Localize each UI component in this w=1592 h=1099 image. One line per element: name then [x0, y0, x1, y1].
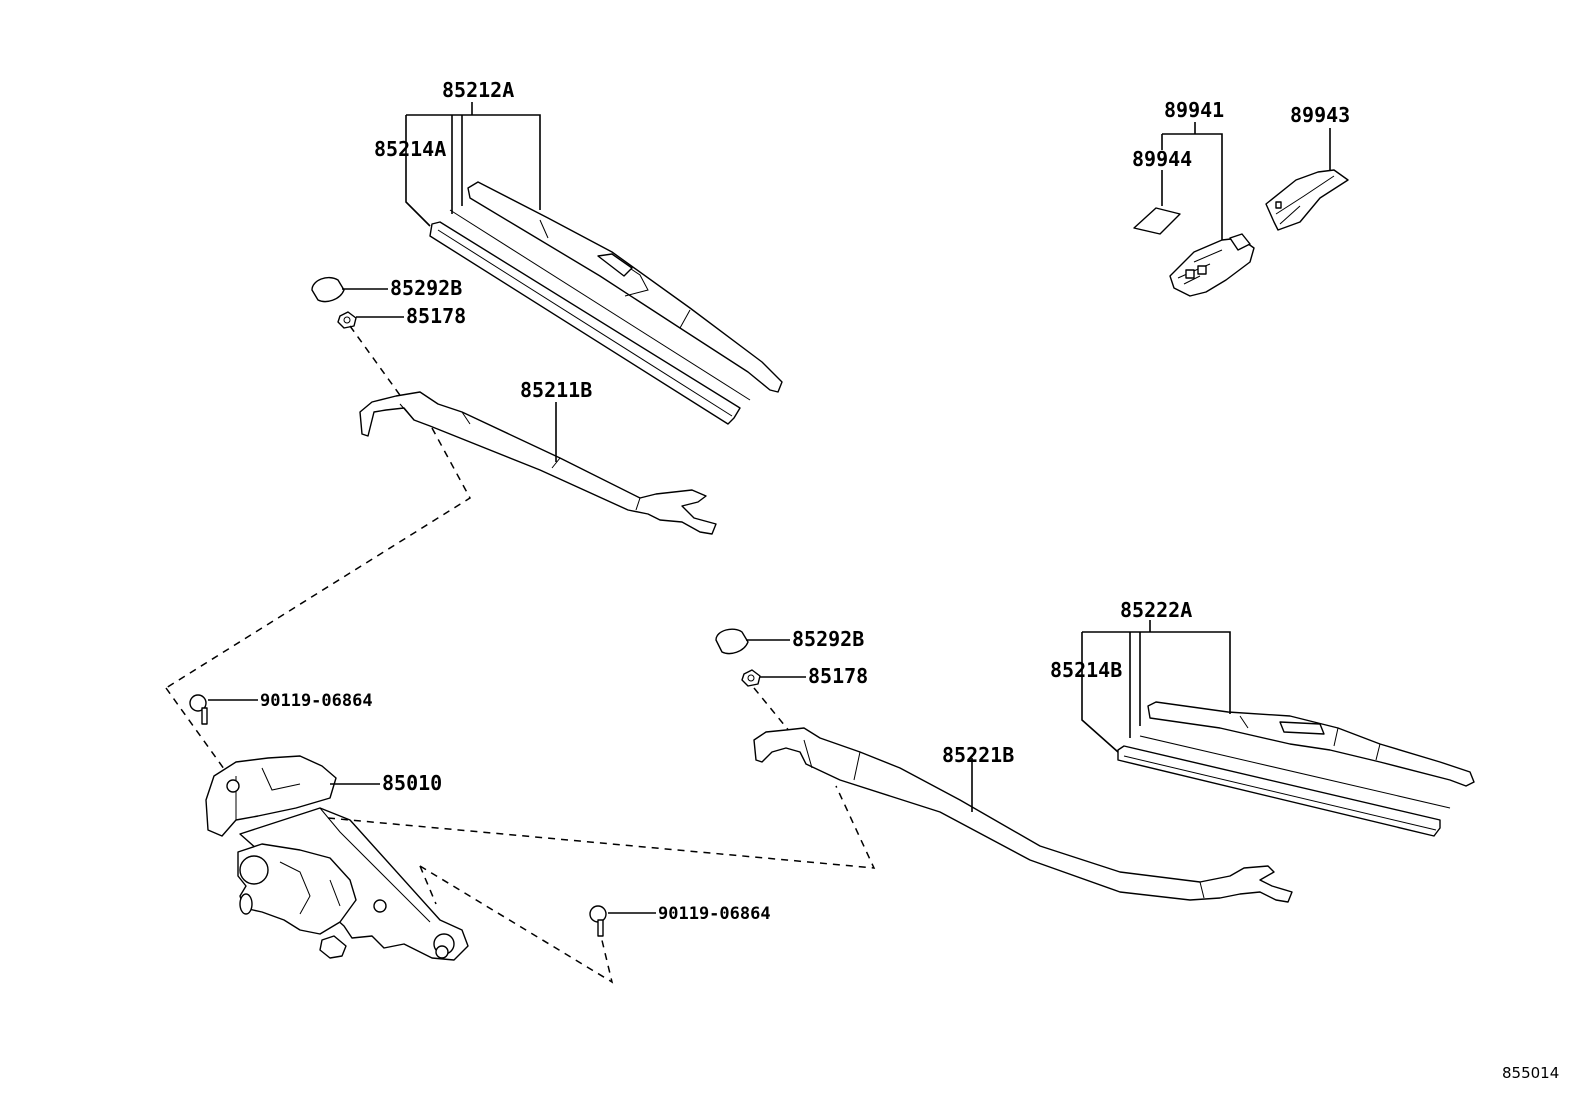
label-89943: 89943 — [1290, 103, 1350, 127]
sensor-cover — [1265, 169, 1349, 231]
label-89944: 89944 — [1132, 147, 1192, 171]
right-blade-leaders — [1081, 620, 1231, 753]
label-90119-06864-upper: 90119-06864 — [260, 691, 373, 711]
label-85292B-right: 85292B — [792, 627, 864, 651]
label-85178-left: 85178 — [406, 304, 466, 328]
right-wiper-arm — [753, 727, 1293, 903]
right-wiper-blade — [1117, 701, 1475, 837]
left-blade-leaders — [405, 102, 541, 227]
label-85214A: 85214A — [374, 137, 446, 161]
label-89941: 89941 — [1164, 98, 1224, 122]
diagram-reference-number: 855014 — [1502, 1064, 1559, 1082]
wiper-motor-link-assembly — [205, 755, 469, 961]
right-arm-nut — [741, 669, 761, 687]
sensor-gel-pad — [1133, 207, 1181, 235]
left-wiper-arm — [359, 391, 717, 535]
upper-bolt — [189, 694, 208, 725]
label-85221B: 85221B — [942, 743, 1014, 767]
label-85292B-left: 85292B — [390, 276, 462, 300]
rain-sensor-leaders — [1161, 122, 1331, 246]
label-90119-06864-lower: 90119-06864 — [658, 904, 771, 924]
label-85010: 85010 — [382, 771, 442, 795]
label-85222A: 85222A — [1120, 598, 1192, 622]
lower-bolt — [589, 905, 607, 937]
left-wiper-blade — [429, 181, 783, 425]
label-85178-right: 85178 — [808, 664, 868, 688]
left-arm-cap — [311, 276, 345, 303]
right-arm-cap — [715, 628, 749, 655]
label-85211B: 85211B — [520, 378, 592, 402]
left-arm-nut — [337, 311, 357, 329]
label-85212A: 85212A — [442, 78, 514, 102]
label-85214B: 85214B — [1050, 658, 1122, 682]
rain-sensor-unit — [1169, 233, 1255, 297]
